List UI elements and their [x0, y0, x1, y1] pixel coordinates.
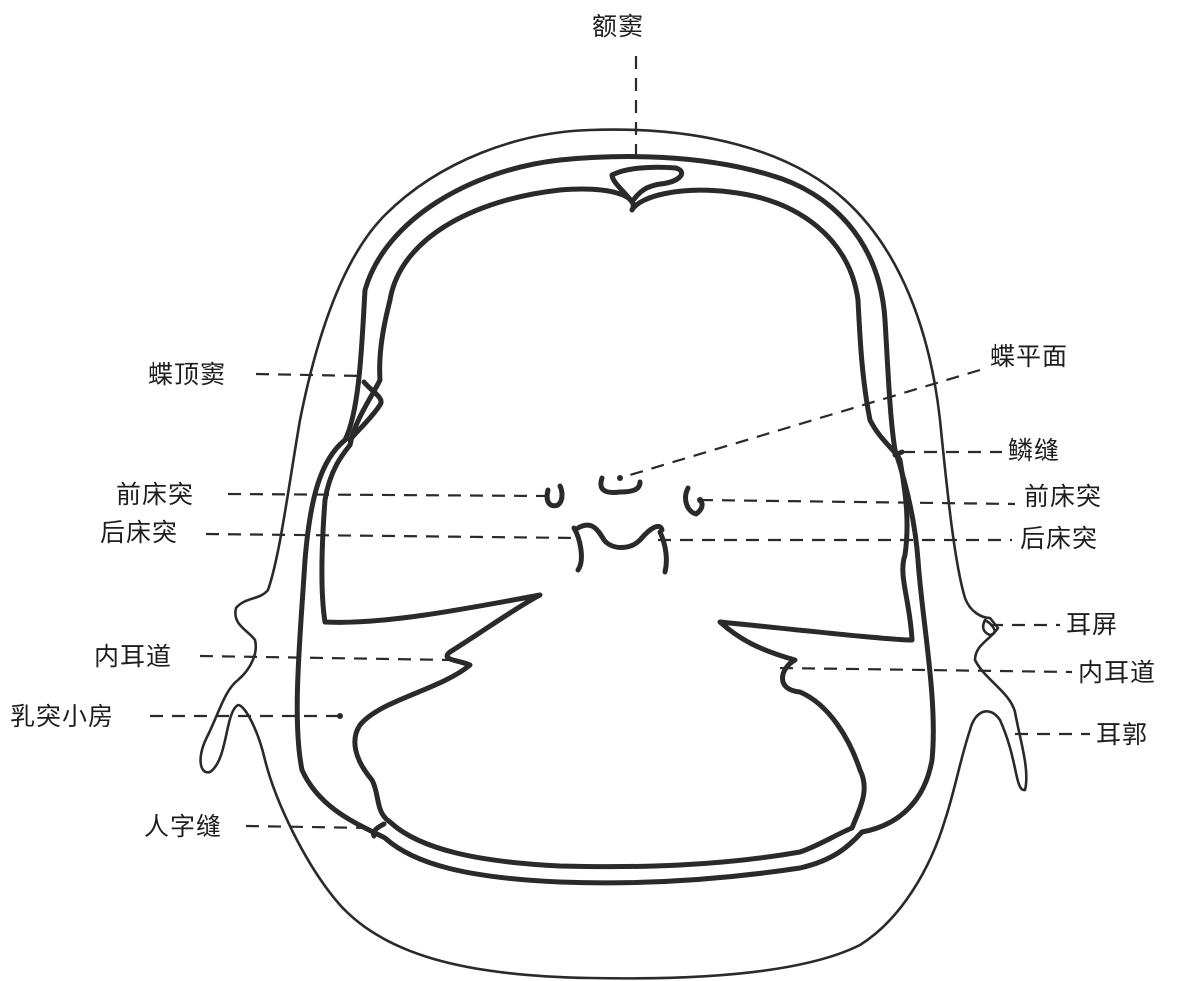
lambdoid-suture-gap — [371, 821, 387, 839]
dorsum-sellae-shape — [571, 522, 669, 575]
leader-internal-auditory-canal-right — [779, 666, 1073, 674]
label-tragus: 耳屏 — [1066, 610, 1119, 639]
label-mastoid-air-cells: 乳突小房 — [10, 702, 115, 731]
label-anterior-clinoid-left: 前床突 — [116, 480, 195, 509]
label-frontal-sinus: 额窦 — [592, 12, 645, 41]
sphenoparietal-sinus-left-shape — [347, 379, 384, 443]
leader-lambdoid-suture — [245, 824, 371, 830]
leader-sphenoparietal-sinus — [255, 372, 363, 378]
squamous-suture-mark-right — [892, 449, 905, 458]
label-anterior-clinoid-right: 前床突 — [1024, 482, 1103, 511]
dot-anterior-clinoid-right — [697, 497, 703, 503]
label-posterior-clinoid-right: 后床突 — [1020, 524, 1099, 553]
label-auricle: 耳郭 — [1096, 720, 1149, 749]
anterior-clinoid-left-shape — [544, 483, 565, 509]
frontal-sinus-shape — [609, 164, 684, 205]
leader-posterior-clinoid-left — [205, 532, 579, 540]
anterior-clinoid-right-shape — [683, 485, 705, 517]
dot-planum-sphenoidale — [617, 475, 623, 481]
leader-anterior-clinoid-right — [699, 498, 1016, 506]
leader-anterior-clinoid-left — [227, 492, 549, 498]
label-sphenoparietal-sinus: 蝶顶窦 — [148, 360, 227, 389]
dot-mastoid-air-cells — [337, 713, 343, 719]
label-posterior-clinoid-left: 后床突 — [100, 518, 179, 547]
leader-internal-auditory-canal-left — [199, 654, 453, 662]
label-lambdoid-suture: 人字缝 — [144, 812, 223, 841]
label-internal-auditory-canal-left: 内耳道 — [94, 642, 173, 671]
label-squamous-suture: 鳞缝 — [1008, 436, 1061, 465]
scalp-outline — [199, 128, 1028, 980]
skull-outer-table — [294, 154, 936, 886]
skull-inner-table — [319, 186, 915, 870]
planum-sphenoidale-shape — [598, 475, 643, 495]
leader-planum-sphenoidale — [619, 368, 981, 480]
label-planum-sphenoidale: 蝶平面 — [990, 342, 1069, 371]
label-internal-auditory-canal-right: 内耳道 — [1078, 658, 1157, 687]
